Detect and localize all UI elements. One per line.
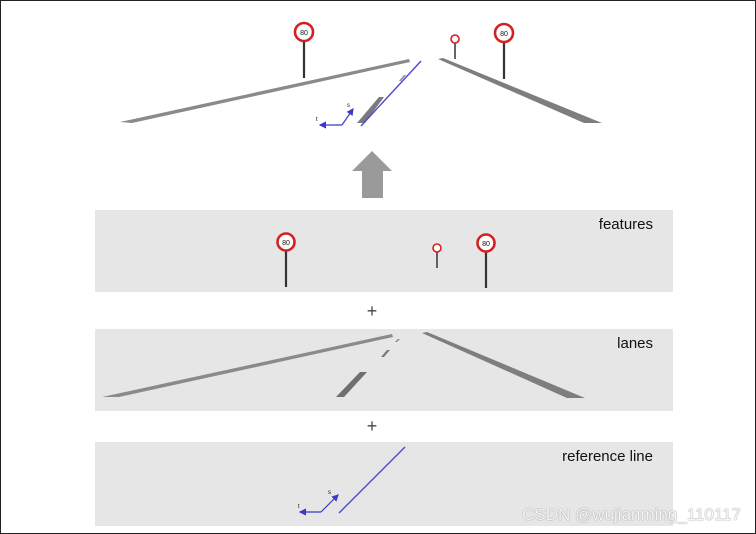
composite-lane-dash — [357, 97, 384, 123]
composite-s-label: s — [347, 103, 350, 109]
lanes-panel-road — [102, 332, 585, 398]
speed-sign-top-right-value: 80 — [500, 31, 508, 38]
features-panel: features — [95, 210, 673, 292]
speed-sign-features-left-value: 80 — [282, 240, 290, 247]
composite-left-road-edge — [120, 59, 410, 123]
lanes-center-dash — [336, 372, 367, 397]
small-sign-top — [450, 34, 460, 59]
composite-t-label: t — [316, 117, 318, 123]
speed-sign-features-right-value: 80 — [482, 241, 490, 248]
lanes-label: lanes — [617, 335, 653, 352]
speed-sign-top-left: 80 — [293, 21, 315, 78]
composite-road-scene: t s 80 80 — [120, 21, 602, 129]
reference-line-panel: reference line — [95, 442, 673, 526]
small-sign-features — [432, 243, 442, 268]
lanes-right-road-edge — [422, 332, 585, 398]
compose-arrow-icon — [352, 151, 392, 198]
reference-t-label: t — [298, 504, 300, 510]
speed-sign-top-right: 80 — [493, 22, 515, 79]
lanes-center-dash — [395, 339, 400, 342]
plus-operator-2: + — [366, 416, 378, 436]
speed-sign-features-left: 80 — [276, 232, 296, 287]
speed-sign-features-right: 80 — [476, 233, 496, 288]
composite-right-road-edge — [438, 58, 602, 123]
reference-line-panel-graphics: t s — [298, 446, 406, 516]
lanes-left-road-edge — [102, 334, 393, 397]
watermark: CSDN @wujianming_110117 — [522, 505, 741, 524]
reference-s-label: s — [328, 490, 331, 496]
reference-line — [338, 446, 406, 514]
features-label: features — [598, 216, 653, 233]
composite-lane-dash — [399, 75, 406, 81]
composite-reference-line — [360, 60, 422, 127]
speed-sign-top-left-value: 80 — [300, 30, 308, 37]
lanes-center-dash — [381, 350, 390, 357]
features-panel-signs: 80 80 — [276, 232, 496, 288]
reference-line-label: reference line — [562, 448, 653, 465]
reference-s-axis — [320, 494, 339, 513]
composite-s-axis — [341, 108, 354, 126]
plus-operator-1: + — [366, 301, 378, 321]
